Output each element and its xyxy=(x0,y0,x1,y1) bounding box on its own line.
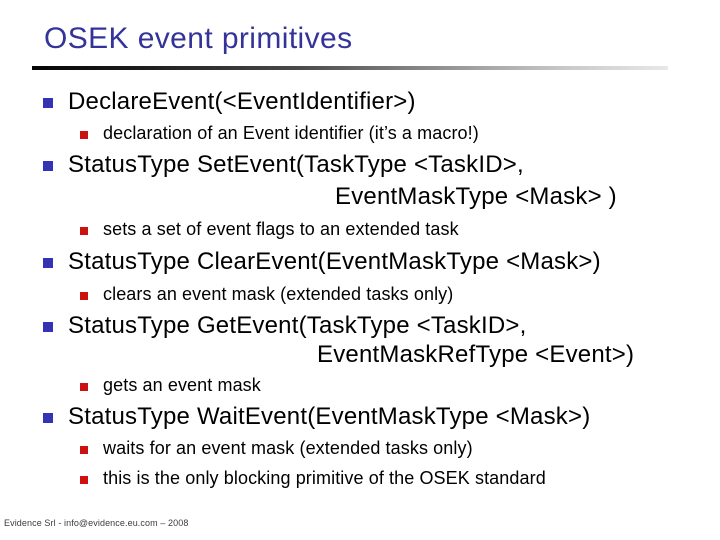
list-item-level2: gets an event mask xyxy=(80,372,261,398)
list-item-text: StatusType WaitEvent(EventMaskType <Mask… xyxy=(68,403,591,430)
list-item-level1: StatusType SetEvent(TaskType <TaskID>, xyxy=(43,151,524,179)
list-item-text: gets an event mask xyxy=(103,375,261,395)
blue-square-bullet-icon xyxy=(43,161,53,171)
title-divider xyxy=(32,66,668,70)
list-item-text: waits for an event mask (extended tasks … xyxy=(103,438,473,458)
blue-square-bullet-icon xyxy=(43,98,53,108)
red-square-bullet-icon xyxy=(80,446,88,454)
list-item-level1: StatusType ClearEvent(EventMaskType <Mas… xyxy=(43,248,601,276)
list-item-level2: declaration of an Event identifier (it’s… xyxy=(80,120,479,146)
red-square-bullet-icon xyxy=(80,383,88,391)
list-item-text: StatusType GetEvent(TaskType <TaskID>, xyxy=(68,312,527,339)
list-item-continuation: EventMaskRefType <Event>) xyxy=(317,341,634,369)
blue-square-bullet-icon xyxy=(43,322,53,332)
red-square-bullet-icon xyxy=(80,227,88,235)
list-item-level1: StatusType WaitEvent(EventMaskType <Mask… xyxy=(43,403,591,431)
list-item-text: clears an event mask (extended tasks onl… xyxy=(103,284,454,304)
list-item-level2: sets a set of event flags to an extended… xyxy=(80,216,459,242)
list-item-level2: waits for an event mask (extended tasks … xyxy=(80,435,473,461)
list-item-level2: this is the only blocking primitive of t… xyxy=(80,465,546,491)
blue-square-bullet-icon xyxy=(43,258,53,268)
red-square-bullet-icon xyxy=(80,292,88,300)
blue-square-bullet-icon xyxy=(43,413,53,423)
list-item-text: EventMaskRefType <Event>) xyxy=(317,341,635,368)
slide-title: OSEK event primitives xyxy=(44,22,353,55)
list-item-text: declaration of an Event identifier (it’s… xyxy=(103,123,479,143)
list-item-text: StatusType ClearEvent(EventMaskType <Mas… xyxy=(68,248,601,275)
list-item-text: StatusType SetEvent(TaskType <TaskID>, xyxy=(68,151,524,178)
list-item-continuation: EventMaskType <Mask> ) xyxy=(335,183,617,211)
red-square-bullet-icon xyxy=(80,476,88,484)
list-item-text: DeclareEvent(<EventIdentifier>) xyxy=(68,88,416,115)
red-square-bullet-icon xyxy=(80,131,88,139)
list-item-level1: DeclareEvent(<EventIdentifier>) xyxy=(43,88,416,116)
list-item-text: EventMaskType <Mask> ) xyxy=(335,183,617,210)
list-item-level1: StatusType GetEvent(TaskType <TaskID>, xyxy=(43,312,527,340)
list-item-level2: clears an event mask (extended tasks onl… xyxy=(80,281,454,307)
footer-credit: Evidence Srl - info@evidence.eu.com – 20… xyxy=(4,518,189,528)
list-item-text: this is the only blocking primitive of t… xyxy=(103,468,546,488)
list-item-text: sets a set of event flags to an extended… xyxy=(103,219,459,239)
